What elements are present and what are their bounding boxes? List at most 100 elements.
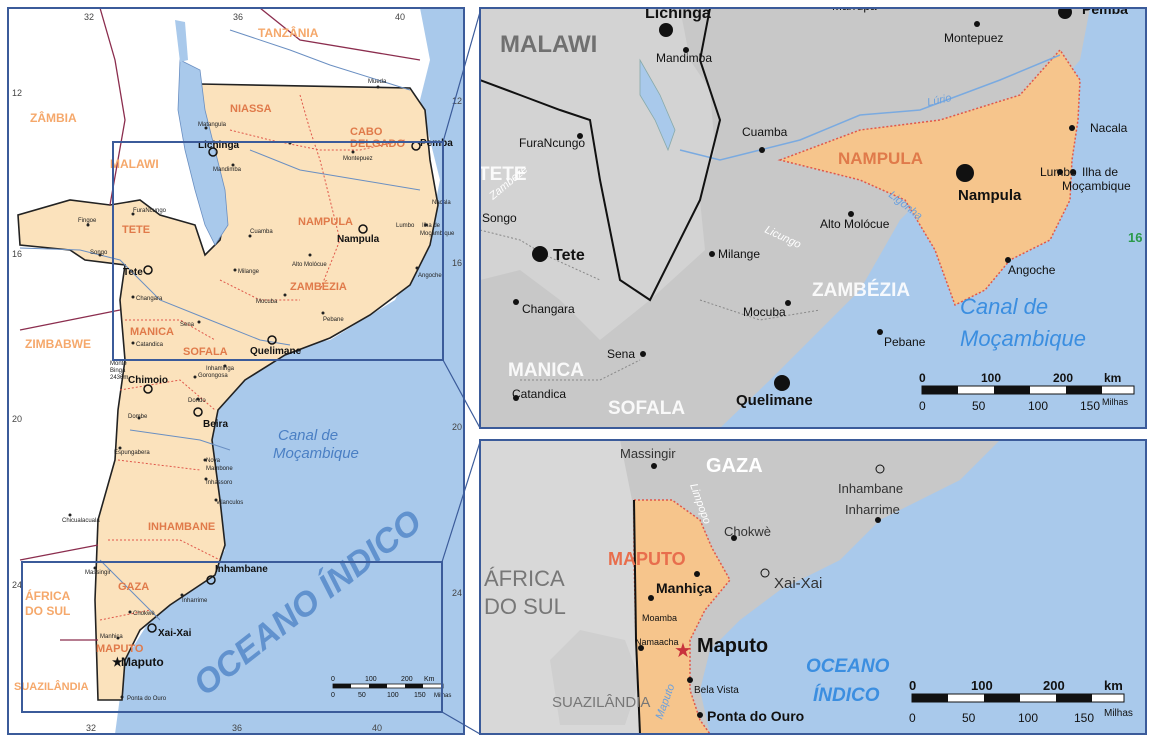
in-s-gaza: GAZA xyxy=(706,455,763,477)
connector-lines xyxy=(441,11,481,735)
in-town-marrupa: Marrupa xyxy=(832,0,877,13)
town-chimoio: Chimoio xyxy=(128,375,168,386)
main-minor-towns: Mueda Matangula Montepuez Mandimba FuraN… xyxy=(62,79,455,702)
inset-north-tete: TETE xyxy=(478,164,527,185)
in-n-km-200: 200 xyxy=(1053,371,1073,385)
inset-south-gaza-label: GAZA xyxy=(706,455,763,477)
town-pebane: Pebane xyxy=(323,317,344,323)
in-s-massingir: Massingir xyxy=(620,446,676,461)
inset-south-towns: Massingir Inhambane Inharrime Chokwè Xai… xyxy=(620,446,903,724)
in-s-maputo-prov: MAPUTO xyxy=(608,549,686,569)
town-quelimane: Quelimane xyxy=(250,346,302,357)
channel-label-2: Moçambique xyxy=(273,445,359,462)
town-montepuez: Montepuez xyxy=(343,156,373,162)
inset-north-region-labels: MALAWI TETE ZAMBÉZIA MANICA SOFALA xyxy=(478,31,910,419)
inset-north-lake xyxy=(639,58,676,152)
in-lat-16: 16 xyxy=(1128,230,1142,245)
in-s-km-unit: km xyxy=(1104,678,1123,693)
prov-tete: TETE xyxy=(122,224,150,236)
province-borders xyxy=(99,94,406,621)
in-s-mi-150: 150 xyxy=(1074,711,1094,725)
town-nampula: Nampula xyxy=(337,234,380,245)
in-s-mi-100: 100 xyxy=(1018,711,1038,725)
label-zambia: ZÂMBIA xyxy=(30,110,77,125)
main-rivers xyxy=(19,29,421,621)
prov-cabo-1: CABO xyxy=(350,126,383,138)
country-labels: TANZÂNIA ZÂMBIA MALAWI ZIMBABWE ÁFRICA D… xyxy=(14,25,319,693)
prov-maputo: MAPUTO xyxy=(96,643,144,655)
prov-manica: MANICA xyxy=(130,326,174,338)
in-town-catandica: Catandica xyxy=(512,387,566,401)
in-town-tete: Tete xyxy=(553,247,585,264)
inset-north-towns: Lichinga Marrupa Pemba Montepuez Mandimb… xyxy=(482,0,1131,409)
town-marker-inhambane xyxy=(206,575,216,585)
town-tete: Tete xyxy=(123,267,143,278)
town-lichinga: Lichinga xyxy=(198,140,240,151)
inset-north-province-borders xyxy=(480,229,821,381)
in-s-ponta: Ponta do Ouro xyxy=(707,708,804,724)
town-ponta: Ponta do Ouro xyxy=(127,696,167,702)
main-scale-mi-50: 50 xyxy=(358,692,366,699)
inset-north-sea-2: Moçambique xyxy=(960,326,1086,351)
lon-bottom-36: 36 xyxy=(232,723,242,733)
main-mozambique xyxy=(17,83,439,701)
in-town-nacala: Nacala xyxy=(1090,121,1128,135)
town-marker-tete xyxy=(143,265,153,275)
in-n-mi-150: 150 xyxy=(1080,399,1100,413)
town-binga-1: Monte xyxy=(110,361,127,367)
inset-south-swaziland xyxy=(550,630,640,725)
inset-south-countries: ÁFRICA DO SUL SUAZILÂNDIA xyxy=(484,566,650,711)
inset-north-frame xyxy=(479,7,1147,429)
neighbor-borders xyxy=(19,8,421,641)
in-n-mi-0: 0 xyxy=(919,399,926,413)
inset-north: MALAWI TETE ZAMBÉZIA MANICA SOFALA NAMPU… xyxy=(478,0,1146,428)
town-nacala: Nacala xyxy=(432,200,451,206)
in-s-south-africa-2: DO SUL xyxy=(484,594,566,619)
in-town-milange: Milange xyxy=(718,247,760,261)
main-map: 32 36 40 12 16 20 24 12 16 20 24 32 36 4… xyxy=(8,8,464,734)
prov-inhambane: INHAMBANE xyxy=(148,521,215,533)
town-binga-3: 2436m xyxy=(110,375,128,381)
in-n-km-unit: km xyxy=(1104,371,1121,385)
south-extent-box xyxy=(21,561,443,713)
in-town-angoche: Angoche xyxy=(1008,263,1056,277)
in-s-ocean-2: ÍNDICO xyxy=(813,684,880,706)
lon-top-36: 36 xyxy=(233,12,243,22)
town-massingir: Massingir xyxy=(85,570,111,576)
town-gorongosa: Gorongosa xyxy=(198,373,228,379)
lat-right-16: 16 xyxy=(452,258,462,268)
in-town-quelimane: Quelimane xyxy=(736,392,813,409)
town-angoche: Angoche xyxy=(418,273,442,279)
town-lumbo: Lumbo xyxy=(396,223,415,229)
in-s-south-africa-1: ÁFRICA xyxy=(484,566,565,591)
lat-left-12: 12 xyxy=(12,88,22,98)
town-inhassoro: Inhassoro xyxy=(206,480,233,486)
label-south-africa-1: ÁFRICA xyxy=(25,588,71,603)
town-manhica: Manhiça xyxy=(100,634,123,640)
town-inhaminga: Inhaminga xyxy=(206,366,235,372)
town-marker-lichinga xyxy=(208,147,218,157)
town-fingoe: Fingoe xyxy=(78,218,97,224)
in-n-km-0: 0 xyxy=(919,371,926,385)
maputo-star: ★ xyxy=(112,655,123,669)
lat-right-12: 12 xyxy=(452,96,462,106)
inset-north-sea-1: Canal de xyxy=(960,294,1048,319)
lat-left-16: 16 xyxy=(12,249,22,259)
inset-north-scale-bar: 0 100 200 km 0 50 100 150 Milhas xyxy=(919,371,1135,413)
in-n-mi-100: 100 xyxy=(1028,399,1048,413)
province-labels: NIASSA CABO DELGADO TETE NAMPULA ZAMBÉZI… xyxy=(96,103,405,655)
town-furancungo: FuraNcungo xyxy=(133,208,167,214)
main-scale-km-100: 100 xyxy=(365,676,377,683)
in-s-maputo: Maputo xyxy=(697,635,768,657)
town-milange: Milange xyxy=(238,269,260,275)
inset-south-maputo-province xyxy=(633,499,731,734)
lon-bottom-32: 32 xyxy=(86,723,96,733)
town-marker-nampula xyxy=(358,224,368,234)
town-mocuba: Mocuba xyxy=(256,299,278,305)
in-river-lurio: Lúrio xyxy=(926,92,952,109)
in-s-km-0: 0 xyxy=(909,678,916,693)
inset-north-border xyxy=(480,8,722,302)
in-town-ilha-1: Ilha de xyxy=(1082,165,1118,179)
main-major-towns: Lichinga Pemba Nampula Tete Quelimane Ch… xyxy=(112,138,453,669)
